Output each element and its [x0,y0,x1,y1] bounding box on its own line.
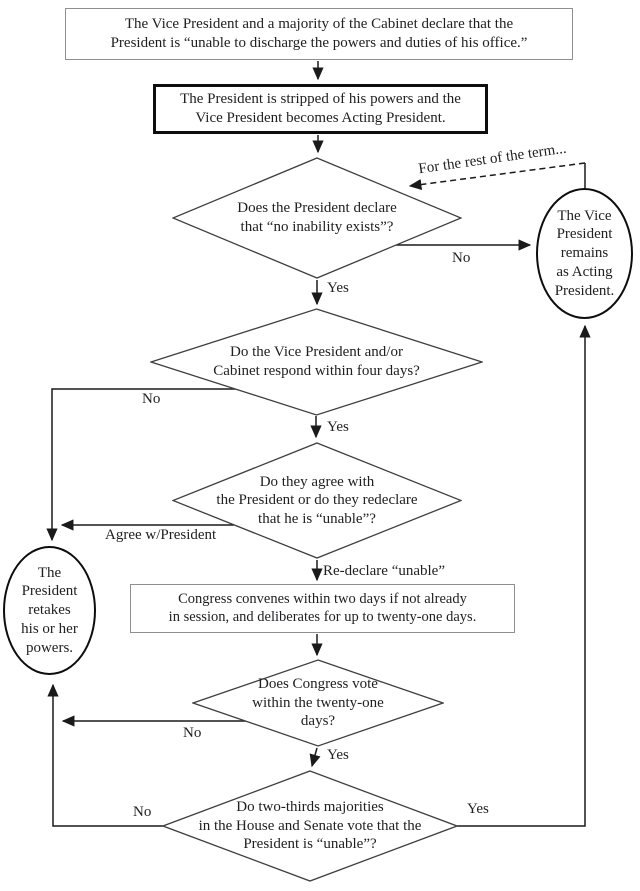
declaration-box: The Vice President and a majority of the… [65,8,573,60]
edge-label-no-respond: No [142,391,161,407]
congress-vote-diamond: Does Congress vote within the twenty-one… [192,659,444,747]
two-thirds-diamond: Do two-thirds majorities in the House an… [162,770,458,882]
connector-respond-no-to-president-oval [46,388,240,542]
congress-box: Congress convenes within two days if not… [130,584,515,633]
declare-diamond-text: Does the President declare that “no inab… [237,200,397,235]
president-retakes-oval: The President retakes his or her powers. [3,546,96,675]
diamond-shape [172,157,462,279]
vp-remains-oval: The Vice President remains as Acting Pre… [536,188,633,319]
diamond-shape [150,308,483,416]
vp-remains-oval-text: The Vice President remains as Acting Pre… [554,207,615,299]
two-thirds-diamond-text: Do two-thirds majorities in the House an… [198,799,422,853]
edge-label-yes-declare: Yes [327,280,349,296]
respond-diamond-text: Do the Vice President and/or Cabinet res… [213,344,420,379]
edge-label-no-two-thirds: No [133,804,152,820]
connector-two-thirds-yes-to-vp-oval [457,324,591,827]
president-retakes-oval-text: The President retakes his or her powers. [21,564,78,656]
connector-two-thirds-no-to-president-oval [47,683,163,827]
stripped-box: The President is stripped of his powers … [153,84,488,134]
declaration-box-text: The Vice President and a majority of the… [110,16,528,51]
declare-diamond: Does the President declare that “no inab… [172,157,462,279]
edge-label-yes-congress-vote: Yes [327,747,349,763]
edge-label-yes-respond: Yes [327,419,349,435]
edge-label-redeclare-unable: Re-declare “unable” [323,563,445,579]
diamond-shape [162,770,458,882]
congress-vote-diamond-text: Does Congress vote within the twenty-one… [252,676,384,730]
edge-label-agree-w-president: Agree w/President [105,527,217,543]
edge-label-no-congress-vote: No [183,725,202,741]
edge-label-yes-two-thirds: Yes [467,801,489,817]
agree-diamond-text: Do they agree with the President or do t… [216,473,418,527]
stripped-box-text: The President is stripped of his powers … [180,91,461,126]
diamond-shape [192,659,444,747]
edge-label-no-declare: No [452,250,471,266]
congress-box-text: Congress convenes within two days if not… [168,590,477,625]
respond-diamond: Do the Vice President and/or Cabinet res… [150,308,483,416]
connector-vote-yes-to-two-thirds [309,747,321,768]
agree-diamond: Do they agree with the President or do t… [172,442,462,559]
diamond-shape [172,442,462,559]
